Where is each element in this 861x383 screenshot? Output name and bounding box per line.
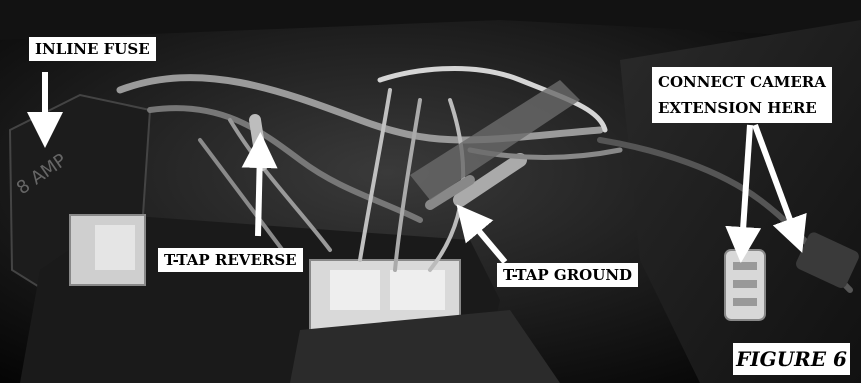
- label-inline-fuse: INLINE FUSE: [29, 37, 156, 61]
- label-connect-camera-line1: CONNECT CAMERA: [658, 73, 826, 91]
- label-connect-camera-line2: EXTENSION HERE: [658, 99, 817, 117]
- label-connect-camera: CONNECT CAMERA EXTENSION HERE: [652, 67, 832, 123]
- label-t-tap-ground: T-TAP GROUND: [497, 263, 639, 287]
- figure-caption: FIGURE 6: [733, 343, 850, 375]
- label-t-tap-reverse: T-TAP REVERSE: [158, 248, 303, 272]
